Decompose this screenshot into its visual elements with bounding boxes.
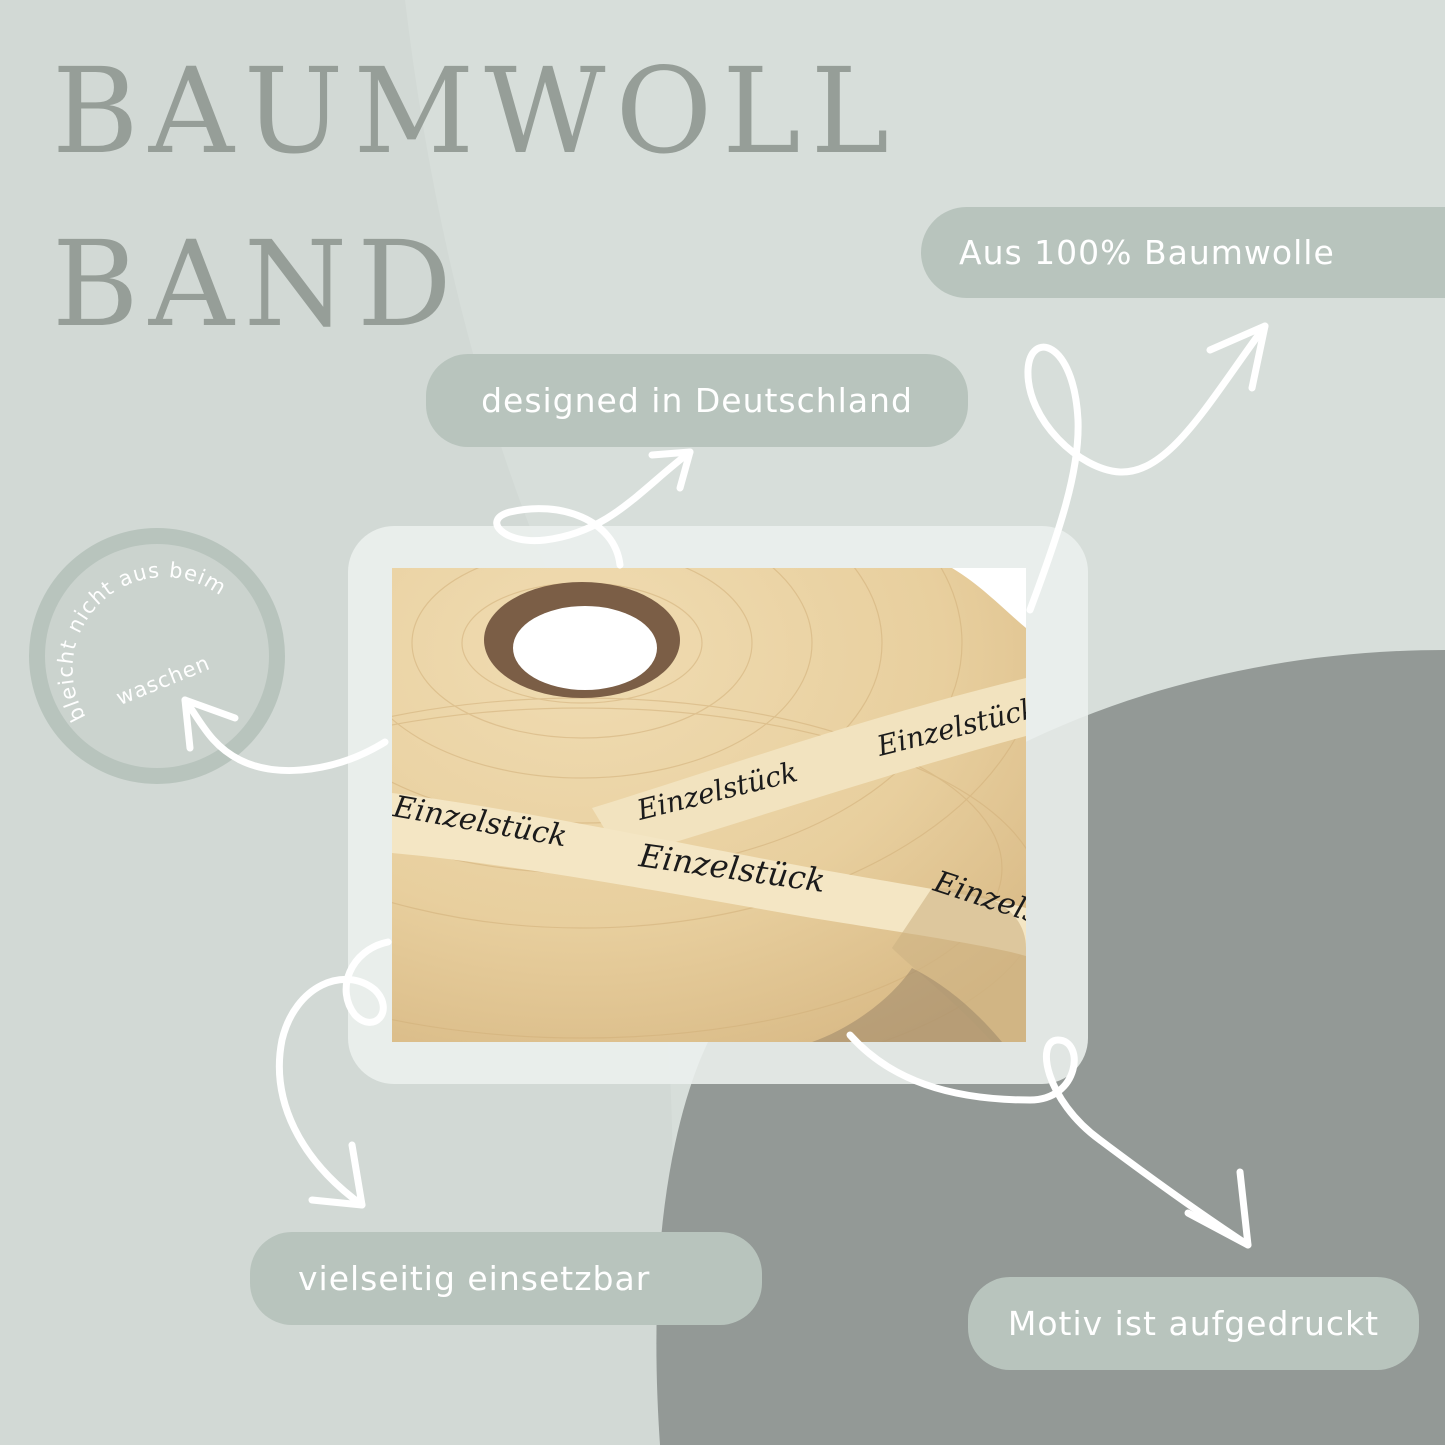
product-photo: Einzelstück Einzelstück Einzelstück Einz… xyxy=(392,568,1026,1042)
badge-circle: bleicht nicht aus beim waschen xyxy=(29,528,285,784)
ribbon-strip-lower xyxy=(392,793,1026,956)
ribbon-roll-illustration: Einzelstück Einzelstück Einzelstück Einz… xyxy=(392,568,1026,1042)
page-title-line-1: BAUMWOLL xyxy=(52,42,899,180)
feature-pill-versatile: vielseitig einsetzbar xyxy=(250,1232,762,1325)
roll-core-hole xyxy=(513,606,657,690)
page-title-line-2: BAND xyxy=(52,215,462,353)
feature-pill-printed: Motiv ist aufgedruckt xyxy=(968,1277,1419,1370)
ribbon-strip-upper xyxy=(592,678,1026,858)
feature-pill-cotton: Aus 100% Baumwolle xyxy=(921,207,1445,298)
feature-pill-designed: designed in Deutschland xyxy=(426,354,968,447)
